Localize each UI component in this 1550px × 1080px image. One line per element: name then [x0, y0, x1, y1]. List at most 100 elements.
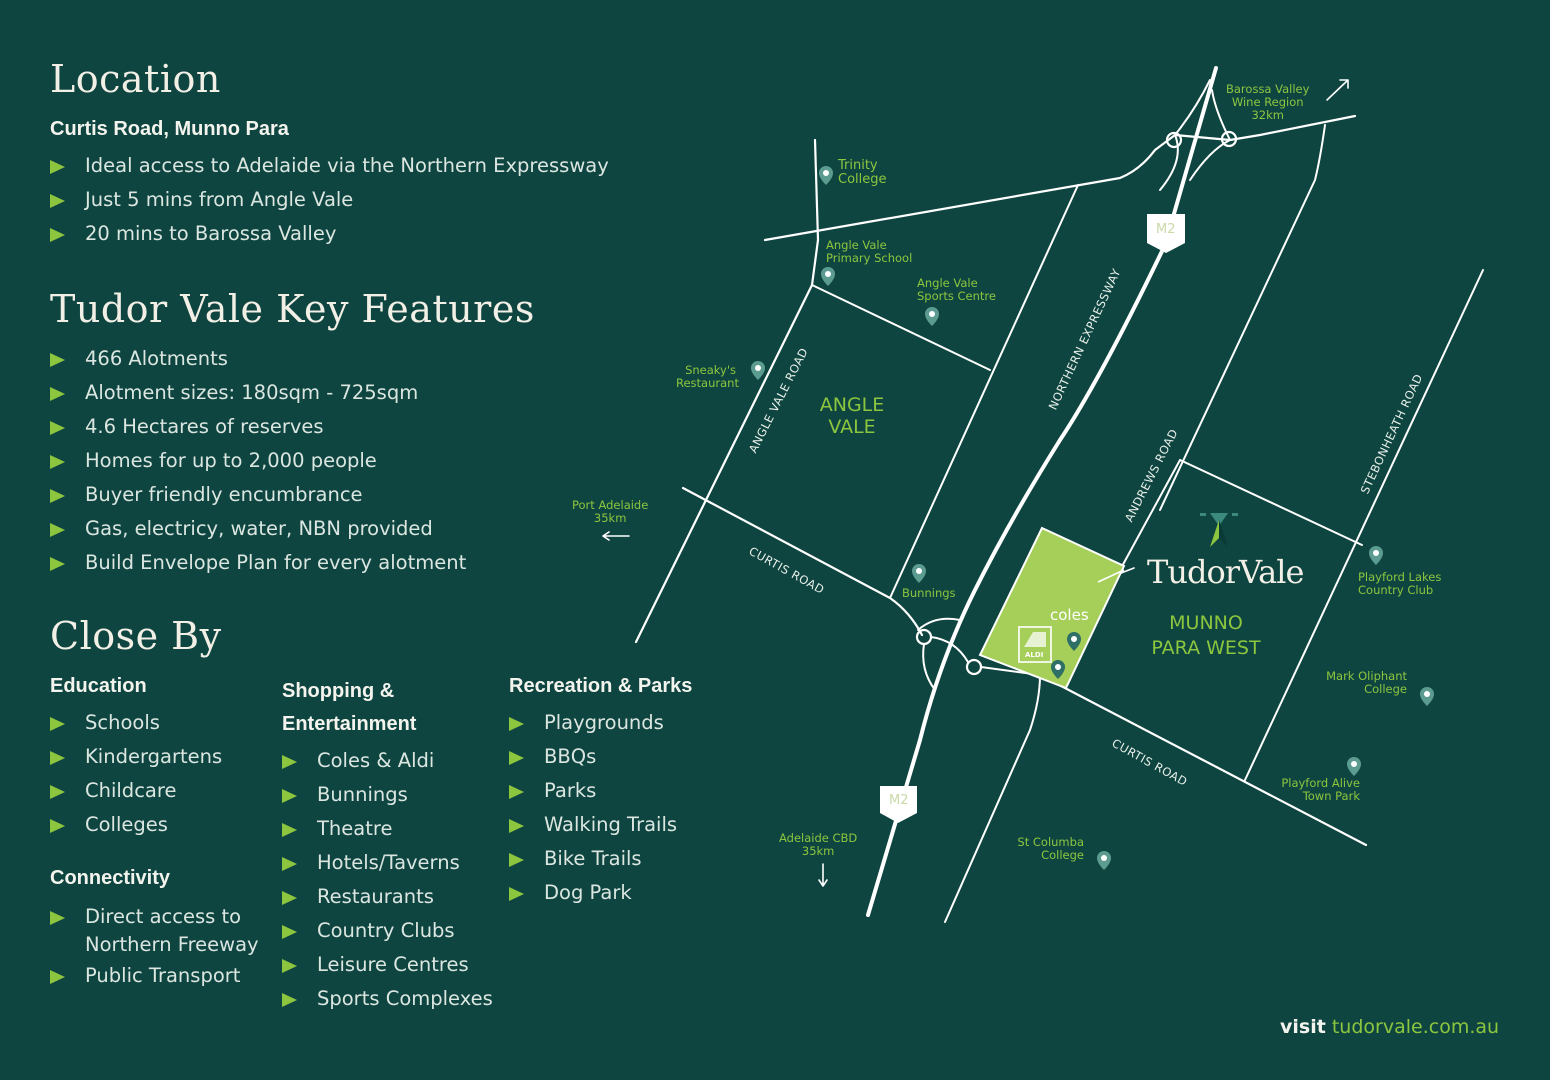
list-item: Direct access to Northern Freeway — [50, 900, 280, 959]
list-item: 20 mins to Barossa Valley — [50, 217, 609, 251]
label-line: 35km — [593, 511, 627, 525]
road-north — [763, 114, 1357, 242]
pin-sneakys — [751, 361, 765, 380]
label-line: Playford Lakes — [1358, 570, 1442, 584]
port-adelaide-label: Port Adelaide 35km — [572, 499, 648, 525]
trinity-college-label: Trinity College — [838, 159, 887, 187]
adelaide-cbd-label: Adelaide CBD 35km — [779, 832, 857, 858]
list-item: Playgrounds — [509, 706, 677, 740]
location-heading: Location — [50, 57, 221, 101]
list-item: Build Envelope Plan for every alotment — [50, 546, 466, 580]
education-heading: Education — [50, 675, 147, 697]
list-item: Theatre — [282, 812, 493, 846]
pin-trinity — [819, 166, 833, 185]
sneakys-label: Sneaky's Restaurant — [676, 363, 739, 390]
label-line: Sports Centre — [917, 289, 996, 303]
label-line: Playford Alive — [1281, 776, 1360, 790]
label-line: Adelaide CBD — [779, 831, 858, 845]
pin-mark-oliphant — [1420, 687, 1434, 706]
munno-para-west-region-label: MUNNO PARA WEST — [1140, 611, 1272, 661]
label-line: St Columba — [1017, 835, 1084, 849]
location-subtitle: Curtis Road, Munno Para — [50, 118, 289, 140]
list-item: Colleges — [50, 808, 222, 842]
road-north-spur — [1159, 124, 1326, 511]
label-line: 35km — [801, 844, 835, 858]
m2-shield-south — [880, 786, 917, 823]
list-item: Dog Park — [509, 876, 677, 910]
list-item: Homes for up to 2,000 people — [50, 444, 466, 478]
playford-lakes-label: Playford Lakes Country Club — [1358, 571, 1441, 597]
region-line: MUNNO — [1169, 612, 1243, 634]
list-item: Hotels/Taverns — [282, 846, 493, 880]
pin-playford-alive — [1347, 757, 1361, 776]
aldi-logo — [1018, 626, 1052, 663]
st-columba-label: St Columba College — [1012, 836, 1084, 862]
footer-url[interactable]: tudorvale.com.au — [1331, 1016, 1500, 1038]
region-line: VALE — [828, 416, 876, 438]
features-list: 466 Alotments Alotment sizes: 180sqm - 7… — [50, 342, 466, 580]
connectivity-heading: Connectivity — [50, 867, 171, 889]
label-line: Country Club — [1358, 583, 1434, 597]
playford-alive-label: Playford Alive Town Park — [1280, 777, 1360, 803]
angle-vale-road-line — [634, 138, 820, 644]
list-item: Walking Trails — [509, 808, 677, 842]
andrews-road-line — [1119, 459, 1181, 571]
list-item: Bike Trails — [509, 842, 677, 876]
list-item: Childcare — [50, 774, 222, 808]
angle-vale-region-label: ANGLE VALE — [812, 394, 892, 438]
list-item: Gas, electricy, water, NBN provided — [50, 512, 466, 546]
recreation-heading: Recreation & Parks — [509, 675, 693, 697]
curtis-road-east-line — [1038, 673, 1368, 847]
tudor-vale-site — [978, 526, 1126, 690]
pin-avps — [821, 267, 835, 286]
label-line: College — [1041, 848, 1084, 862]
m2-shield-north-label: M2 — [1156, 222, 1176, 237]
list-item: BBQs — [509, 740, 677, 774]
list-item: Sports Complexes — [282, 982, 493, 1016]
curtis-road-west-line — [681, 486, 924, 637]
list-item: 466 Alotments — [50, 342, 466, 376]
close-by-heading: Close By — [50, 614, 222, 658]
tudor-vale-logo-icon — [1200, 513, 1238, 547]
aldi-label: ALDI — [1025, 651, 1044, 659]
list-item: Kindergartens — [50, 740, 222, 774]
list-item: Just 5 mins from Angle Vale — [50, 183, 609, 217]
education-list: Schools Kindergartens Childcare Colleges — [50, 706, 222, 842]
list-item: Public Transport — [50, 959, 280, 993]
label-line: Wine Region — [1231, 95, 1304, 109]
coles-label: coles — [1050, 606, 1089, 624]
list-item: Country Clubs — [282, 914, 493, 948]
list-item: Parks — [509, 774, 677, 808]
pin-playford-lakes — [1369, 546, 1383, 565]
pin-st-columba — [1097, 851, 1111, 870]
pin-bunnings — [912, 564, 926, 583]
label-line: Sneaky's — [685, 363, 736, 377]
location-list: Ideal access to Adelaide via the Norther… — [50, 149, 609, 251]
angle-vale-primary-label: Angle Vale Primary School — [826, 239, 912, 265]
label-line: Angle Vale — [826, 238, 887, 252]
shopping-heading-line1: Shopping & — [282, 680, 395, 702]
list-item: Coles & Aldi — [282, 744, 493, 778]
label-line: Barossa Valley — [1226, 82, 1310, 96]
label-line: Mark Oliphant — [1326, 669, 1407, 683]
tudor-vale-brand: TudorVale — [1147, 553, 1304, 591]
pin-avsc — [925, 307, 939, 326]
list-item: Leisure Centres — [282, 948, 493, 982]
label-line: Trinity — [838, 158, 878, 173]
pin-aldi — [1051, 660, 1065, 679]
northern-expressway-line — [866, 66, 1218, 917]
connectivity-list: Direct access to Northern Freeway Public… — [50, 900, 280, 993]
label-line: 32km — [1251, 108, 1284, 122]
bunnings-label: Bunnings — [902, 586, 956, 600]
m2-shield-south-label: M2 — [889, 793, 909, 808]
m2-shield-north — [1147, 214, 1185, 253]
label-line: College — [838, 172, 887, 187]
list-item: Restaurants — [282, 880, 493, 914]
angle-vale-sports-label: Angle Vale Sports Centre — [917, 277, 996, 303]
footer-link[interactable]: visit tudorvale.com.au — [1280, 1016, 1499, 1038]
features-heading: Tudor Vale Key Features — [50, 287, 535, 331]
label-line: College — [1364, 682, 1407, 696]
shopping-heading-line2: Entertainment — [282, 713, 417, 735]
footer-visit: visit — [1280, 1016, 1326, 1038]
